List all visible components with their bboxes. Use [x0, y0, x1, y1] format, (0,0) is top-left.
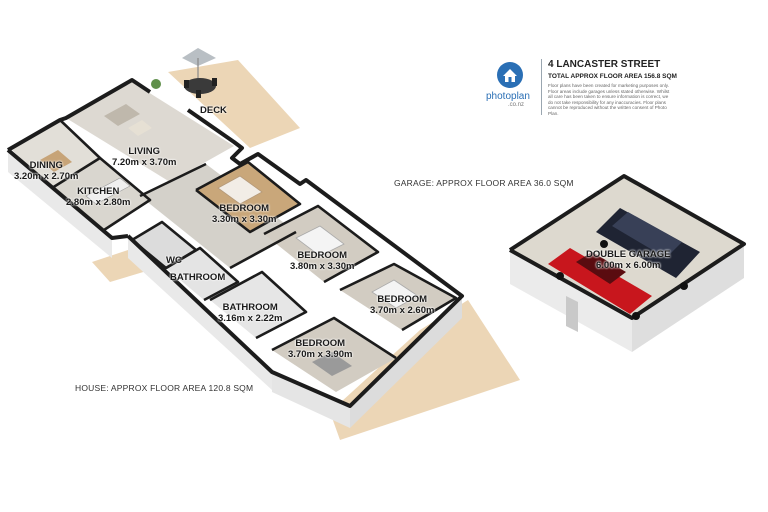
- bathroom2-label: BATHROOM 3.16m x 2.22m: [218, 302, 282, 324]
- garage-floor-plan: [508, 174, 746, 352]
- deck-label: DECK: [200, 105, 227, 116]
- path-right: [330, 300, 520, 440]
- sofa: [104, 104, 140, 126]
- kitchen-name: KITCHEN: [77, 186, 120, 197]
- coffee-table: [128, 120, 152, 136]
- bathroom1-label: BATHROOM: [170, 272, 225, 283]
- bedroom1-name: BEDROOM: [219, 203, 270, 214]
- disclaimer-text: Floor plans have been created for market…: [548, 83, 670, 116]
- outdoor-table-set: [182, 48, 217, 98]
- bedroom1-dims: 3.30m x 3.30m: [212, 214, 277, 225]
- bedroom2-dims: 3.80m x 3.30m: [290, 261, 355, 272]
- header-divider: [541, 59, 542, 115]
- living-name: LIVING: [128, 146, 161, 157]
- bathroom2-dims: 3.16m x 2.22m: [218, 313, 283, 324]
- bathroom1-floor: [166, 248, 238, 300]
- wc-floor: [132, 222, 196, 268]
- bedroom4-name: BEDROOM: [295, 338, 346, 349]
- bedroom4-label: BEDROOM 3.70m x 3.90m: [288, 338, 352, 360]
- wc-label: WC: [166, 255, 182, 266]
- photoplan-logo-domain: .co.nz: [508, 102, 525, 108]
- living-dims: 7.20m x 3.70m: [112, 157, 177, 168]
- bedroom4-dims: 3.70m x 3.90m: [288, 349, 353, 360]
- garage-dims: 6.00m x 6.00m: [596, 260, 661, 271]
- kitchen-bench: [85, 177, 131, 205]
- property-address: 4 LANCASTER STREET: [548, 59, 661, 70]
- hall-floor: [140, 164, 296, 268]
- bathroom2-name: BATHROOM: [222, 302, 278, 313]
- garage-name: DOUBLE GARAGE: [586, 249, 671, 260]
- kitchen-label: KITCHEN 2.80m x 2.80m: [66, 186, 130, 208]
- kitchen-dims: 2.80m x 2.80m: [66, 197, 131, 208]
- wc-name: WC: [166, 255, 182, 266]
- house-floor-plan: [6, 78, 464, 428]
- dining-dims: 3.20m x 2.70m: [14, 171, 79, 182]
- plan-header: photoplan .co.nz 4 LANCASTER STREET TOTA…: [486, 55, 726, 125]
- dining-name: DINING: [29, 160, 63, 171]
- photoplan-logo-text: photoplan: [486, 91, 530, 102]
- dining-table: [40, 150, 72, 172]
- garage-area-note: GARAGE: APPROX FLOOR AREA 36.0 SQM: [394, 178, 574, 188]
- bedroom1-label: BEDROOM 3.30m x 3.30m: [212, 203, 276, 225]
- car-dark-suv: [596, 208, 700, 290]
- deck-name: DECK: [200, 105, 227, 116]
- garage-label: DOUBLE GARAGE 6.00m x 6.00m: [586, 249, 670, 271]
- bedroom2-label: BEDROOM 3.80m x 3.30m: [290, 250, 354, 272]
- bed-2: [295, 225, 345, 257]
- bedroom2-name: BEDROOM: [297, 250, 348, 261]
- bed-3: [371, 279, 419, 309]
- bed-1: [217, 175, 263, 205]
- bedroom3-dims: 3.70m x 2.60m: [370, 305, 435, 316]
- bedroom3-label: BEDROOM 3.70m x 2.60m: [370, 294, 434, 316]
- bathroom1-name: BATHROOM: [170, 272, 226, 283]
- photoplan-logo-icon: [497, 62, 523, 88]
- plant: [151, 79, 161, 89]
- dining-label: DINING 3.20m x 2.70m: [14, 160, 78, 182]
- total-floor-area: TOTAL APPROX FLOOR AREA 156.8 SQM: [548, 73, 677, 80]
- house-area-note: HOUSE: APPROX FLOOR AREA 120.8 SQM: [75, 383, 254, 393]
- car-red-convertible: [548, 248, 652, 320]
- living-label: LIVING 7.20m x 3.70m: [112, 146, 176, 168]
- bed-4: [312, 352, 352, 376]
- bedroom3-name: BEDROOM: [377, 294, 428, 305]
- living-floor: [66, 82, 234, 182]
